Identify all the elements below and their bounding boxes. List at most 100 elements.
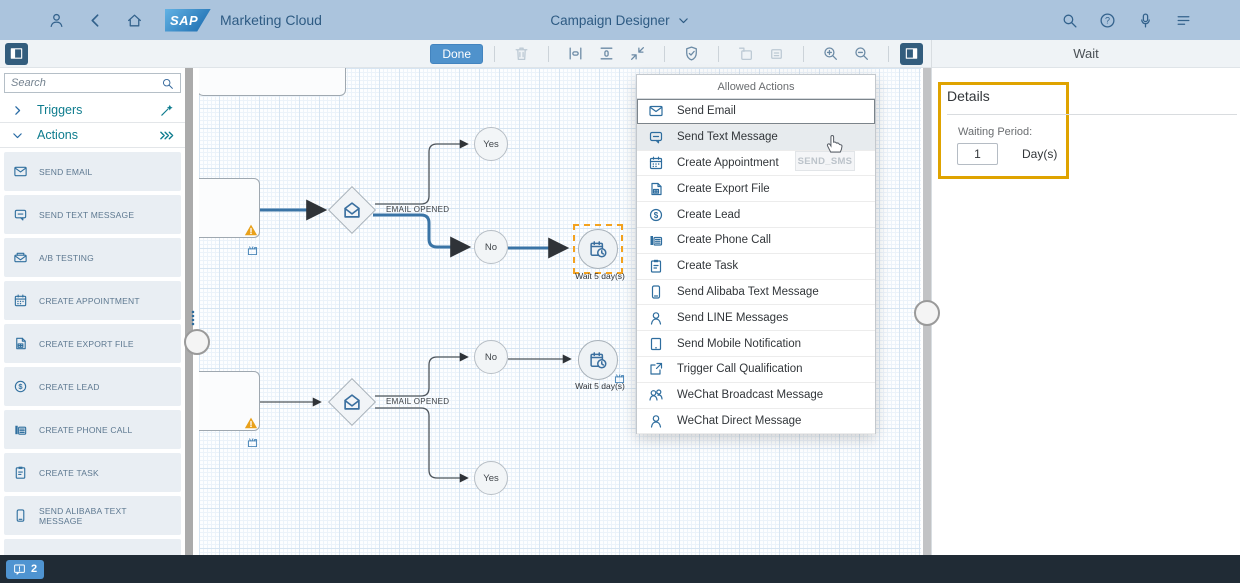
menu-item[interactable]: Create Export File [637, 176, 875, 203]
menu-item[interactable]: Create Lead [637, 202, 875, 228]
sidebar-section-actions[interactable]: Actions [0, 123, 185, 148]
call-qualification-icon [648, 361, 664, 377]
wait-node[interactable] [578, 340, 618, 380]
left-splitter-handle[interactable] [184, 329, 210, 355]
wait-clock-icon [588, 350, 608, 370]
menu-item-label: Create Export File [677, 182, 770, 195]
no-node[interactable]: No [474, 340, 508, 374]
menu-item[interactable]: WeChat Direct Message [637, 408, 875, 435]
action-tile[interactable]: CREATE TASK [4, 453, 181, 492]
panel-title: Wait [932, 40, 1240, 68]
menu-item[interactable]: WeChat Broadcast Message [637, 382, 875, 409]
task-icon [13, 465, 28, 480]
action-tile[interactable]: SEND TEXT MESSAGE [4, 195, 181, 234]
yes-node[interactable]: Yes [474, 127, 508, 161]
person-icon [648, 310, 664, 326]
splitter-grip[interactable] [191, 310, 195, 326]
sidebar-section-triggers[interactable]: Triggers [0, 98, 185, 123]
waiting-period-input[interactable] [957, 143, 998, 165]
panel-right-icon [904, 46, 919, 61]
action-tile-label: SEND ALIBABA TEXT MESSAGE [39, 505, 127, 526]
action-tile[interactable]: CREATE APPOINTMENT [4, 281, 181, 320]
export-file-icon [648, 181, 664, 197]
action-tile[interactable]: SEND EMAIL [4, 152, 181, 191]
action-tile[interactable]: SEND ALIBABA TEXT MESSAGE [4, 496, 181, 535]
canvas-toolbar: Done [0, 40, 931, 68]
mic-icon[interactable] [1137, 12, 1154, 29]
action-tile-label: SEND TEXT MESSAGE [39, 209, 135, 220]
hand-cursor-icon [824, 133, 843, 154]
divider [947, 114, 1237, 115]
mail-icon [648, 103, 664, 119]
action-tile[interactable]: A/B TESTING [4, 238, 181, 277]
action-tile-partial[interactable] [4, 539, 181, 555]
messages-badge[interactable]: 2 [6, 559, 45, 579]
action-tile[interactable]: CREATE PHONE CALL [4, 410, 181, 449]
person-icon [648, 413, 664, 429]
menu-item[interactable]: Trigger Call Qualification [637, 356, 875, 383]
back-icon[interactable] [87, 12, 104, 29]
toolbar-separator [548, 45, 549, 62]
menu-item[interactable]: Send LINE Messages [637, 305, 875, 332]
wand-icon [159, 103, 174, 118]
action-tile-label: CREATE PHONE CALL [39, 424, 133, 435]
drag-ghost-tooltip: SEND_SMS [795, 151, 855, 171]
details-highlight-box [938, 82, 1069, 179]
zoom-in-icon[interactable] [822, 45, 839, 62]
chevron-down-icon[interactable] [677, 14, 690, 27]
right-splitter-handle[interactable] [914, 300, 940, 326]
search-icon[interactable] [1061, 12, 1078, 29]
menu-item[interactable]: Send Alibaba Text Message [637, 279, 875, 306]
action-tile[interactable]: CREATE EXPORT FILE [4, 324, 181, 363]
search-input[interactable] [11, 77, 161, 89]
open-mail-icon [341, 199, 363, 221]
menu-item[interactable]: Send Email [637, 99, 875, 125]
menu-item-label: Send Text Message [677, 131, 778, 144]
toggle-right-panel-button[interactable] [900, 42, 923, 65]
status-bar: 2 [0, 555, 1240, 583]
shell-header: SAP Marketing Cloud Campaign Designer [0, 0, 1240, 40]
match-width-icon[interactable] [567, 45, 584, 62]
yes-node[interactable]: Yes [474, 461, 508, 495]
menu-item-label: WeChat Direct Message [677, 414, 802, 427]
trash-icon[interactable] [513, 45, 530, 62]
home-icon[interactable] [126, 12, 143, 29]
action-tile-label: CREATE LEAD [39, 381, 100, 392]
notes-icon[interactable] [1175, 12, 1192, 29]
menu-item-label: Create Appointment [677, 156, 779, 169]
mobile-icon [13, 508, 28, 523]
match-height-icon[interactable] [598, 45, 615, 62]
open-mail-icon [341, 391, 363, 413]
search-icon[interactable] [161, 77, 174, 90]
user-icon[interactable] [48, 12, 65, 29]
help-icon[interactable] [1099, 12, 1116, 29]
group-icon[interactable] [737, 45, 754, 62]
campaign-badge-icon [246, 244, 259, 257]
toolbar-separator [888, 45, 889, 62]
wait-node-selected[interactable] [578, 229, 618, 269]
offscreen-node[interactable] [199, 68, 346, 96]
app-title[interactable]: Campaign Designer [550, 12, 670, 28]
no-node[interactable]: No [474, 230, 508, 264]
left-splitter[interactable] [185, 68, 193, 555]
action-tile[interactable]: CREATE LEAD [4, 367, 181, 406]
menu-item[interactable]: Send Mobile Notification [637, 331, 875, 357]
validate-icon[interactable] [683, 45, 700, 62]
warning-icon [244, 223, 258, 237]
menu-item-label: Trigger Call Qualification [677, 363, 803, 376]
collapse-icon[interactable] [629, 45, 646, 62]
menu-item-label: Create Lead [677, 208, 741, 221]
people-icon [648, 387, 664, 403]
menu-item-label: Create Phone Call [677, 234, 771, 247]
product-title: Marketing Cloud [220, 12, 322, 28]
zoom-out-icon[interactable] [853, 45, 870, 62]
mobile-icon [648, 284, 664, 300]
ungroup-icon[interactable] [768, 45, 785, 62]
toggle-left-panel-button[interactable] [5, 42, 28, 65]
waiting-period-unit: Day(s) [1022, 147, 1058, 161]
menu-item[interactable]: Create Task [637, 253, 875, 280]
done-button[interactable]: Done [430, 43, 483, 64]
flow-edges [260, 139, 572, 483]
menu-item[interactable]: Create Phone Call [637, 227, 875, 254]
sap-logo: SAP [165, 8, 211, 32]
